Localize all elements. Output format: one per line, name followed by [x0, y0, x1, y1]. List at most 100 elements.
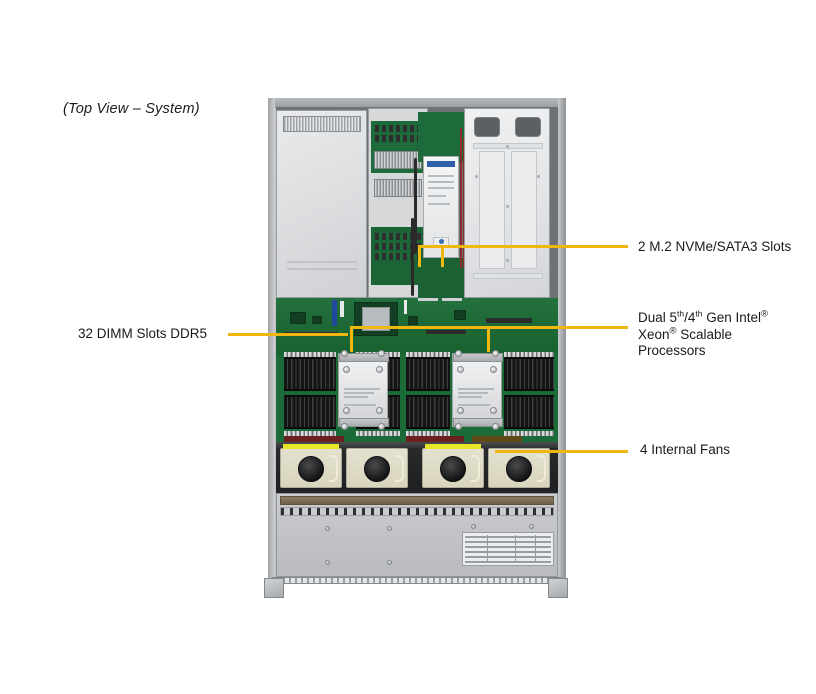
heatsink-screw: [378, 350, 385, 357]
heatsink-screw: [343, 407, 350, 414]
leader-m2-horizontal: [418, 245, 628, 248]
power-connector-row: [472, 436, 522, 442]
fan-handle: [471, 455, 480, 482]
heatsink-screw: [490, 366, 497, 373]
cover-screw: [506, 145, 509, 148]
heatsink-screw: [490, 407, 497, 414]
panel-screw: [325, 560, 330, 565]
module-blue-sticker: [427, 161, 455, 167]
leader-fans-horizontal: [495, 450, 628, 453]
cover-screw: [506, 259, 509, 262]
cpu1-heatsink: [338, 350, 389, 430]
board-connector: [404, 300, 407, 314]
dimm-latch-row: [356, 431, 400, 436]
heatsink-screw: [376, 366, 383, 373]
leader-dimm-horizontal: [228, 333, 348, 336]
dimm-bank-c: [406, 395, 450, 429]
heatsink-print: [458, 396, 482, 398]
pcb-component-row: [375, 125, 421, 132]
psu-cutout: [474, 117, 500, 137]
rack-ear-right: [548, 578, 568, 598]
callout-internal-fans: 4 Internal Fans: [640, 442, 731, 457]
dimm-latch-row: [504, 431, 554, 436]
board-smd-row: [486, 318, 532, 323]
board-connector: [340, 301, 344, 317]
pcb-component-row: [375, 233, 421, 240]
internal-fan-2: [346, 448, 408, 488]
server-top-view-photo: [264, 98, 568, 600]
module-print-line: [428, 187, 454, 189]
cover-screw: [537, 175, 540, 178]
fan-hub: [440, 456, 466, 482]
power-supply-cover: [464, 108, 550, 298]
heatsink-screw: [492, 423, 499, 430]
pcb-component-row: [375, 243, 421, 250]
module-print-line: [428, 195, 446, 197]
io-slot-grille: [374, 179, 422, 197]
board-ic: [408, 316, 418, 325]
pcb-component-row: [375, 253, 421, 260]
fan-handle: [329, 455, 338, 482]
heatsink-screw: [455, 423, 462, 430]
m2-slot-1: [418, 298, 438, 301]
dimm-bank-d: [504, 357, 554, 391]
internal-cable-red: [460, 128, 462, 268]
heatsink-print: [458, 404, 490, 406]
bay-vent-grille: [283, 116, 361, 132]
heatsink-bracket: [453, 353, 503, 362]
heatsink-print: [458, 388, 494, 390]
rear-pcb-upper: [418, 112, 466, 162]
callout-m2-slots: 2 M.2 NVMe/SATA3 Slots: [638, 239, 792, 254]
module-print-line: [428, 181, 454, 183]
cover-emboss: [473, 273, 543, 279]
module-print-line: [428, 203, 450, 205]
psu-cutout: [515, 117, 541, 137]
m2-slot-2: [442, 298, 462, 301]
heatsink-print: [344, 404, 376, 406]
heatsink-bracket: [339, 353, 389, 362]
front-bottom-rail: [272, 577, 562, 584]
fan-hub: [364, 456, 390, 482]
view-title: (Top View – System): [63, 101, 200, 117]
board-ic: [454, 310, 466, 320]
board-connector: [332, 300, 337, 326]
heatsink-screw: [376, 407, 383, 414]
dimm-bank-c: [406, 357, 450, 391]
fan-label-tab: [425, 444, 481, 449]
cover-emboss: [479, 151, 505, 269]
front-panel-module: [423, 156, 459, 258]
panel-screw: [387, 526, 392, 531]
bay-seam: [287, 261, 357, 263]
front-perforation-strip: [280, 507, 554, 516]
callout-processors-line1: Dual 5th/4th Gen Intel®: [638, 308, 769, 325]
heatsink-print: [344, 392, 374, 394]
heatsink-screw: [455, 350, 462, 357]
dimm-latch-row: [284, 431, 336, 436]
cover-screw: [506, 205, 509, 208]
heatsink-screw: [457, 407, 464, 414]
leader-m2-drop-1: [418, 245, 421, 267]
bay-seam: [287, 268, 357, 270]
expansion-bay-left: [276, 110, 367, 298]
leader-cpu-drop-2: [487, 326, 490, 352]
dimm-latch-row: [406, 352, 450, 357]
power-connector-row: [406, 436, 464, 442]
dimm-latch-row: [284, 352, 336, 357]
heatsink-print: [344, 396, 368, 398]
panel-screw: [529, 524, 534, 529]
fan-hub: [298, 456, 324, 482]
module-print-line: [428, 175, 454, 177]
heatsink-screw: [457, 366, 464, 373]
panel-screw: [325, 526, 330, 531]
cover-screw: [475, 175, 478, 178]
heatsink-print: [458, 392, 488, 394]
front-panel-cover: [276, 493, 558, 577]
bmc-chip: [290, 312, 306, 324]
internal-fan-1: [280, 444, 342, 488]
heatsink-screw: [378, 423, 385, 430]
rack-ear-left: [264, 578, 284, 598]
motherboard: [276, 298, 558, 442]
callout-dimm-slots: 32 DIMM Slots DDR5: [78, 326, 208, 341]
power-connector-row: [284, 436, 344, 442]
module-indicator-dot: [439, 239, 444, 244]
